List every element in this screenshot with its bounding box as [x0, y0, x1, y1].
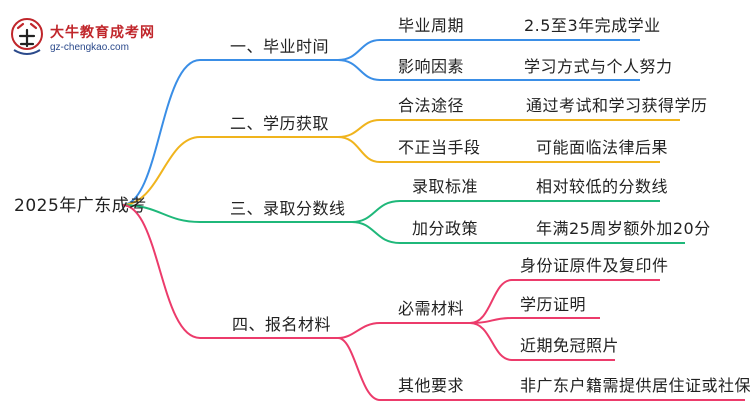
branch-2-child-2-label: 不正当手段 [398, 138, 481, 157]
connector-materials-item-1 [469, 279, 660, 324]
branch-3-child-2-label: 加分政策 [412, 219, 479, 238]
branch-2-label: 二、学历获取 [230, 114, 330, 133]
branch-1-child-2-leaf: 学习方式与个人努力 [524, 57, 673, 76]
connector-root-branch-1 [121, 59, 338, 206]
connector-branch-3-child-1 [351, 200, 660, 223]
connector-branch-1-child-1 [337, 39, 640, 61]
brand-logo: 大牛教育成考网 gz-chengkao.com [8, 14, 168, 58]
branch-1-child-1-leaf: 2.5至3年完成学业 [524, 16, 661, 35]
connector-branch-2-child-2 [337, 136, 660, 163]
branch-2-child-2-leaf: 可能面临法律后果 [536, 138, 669, 157]
root-node: 2025年广东成考 [14, 196, 147, 216]
connector-materials-item-2 [469, 317, 600, 324]
connector-root-branch-3 [121, 204, 352, 223]
brand-mascot-icon [11, 18, 43, 55]
connector-root-branch-4 [121, 204, 338, 339]
brand-name: 大牛教育成考网 [50, 25, 155, 41]
connector-branch-2-child-1 [337, 119, 680, 138]
branch-1-label: 一、毕业时间 [230, 37, 330, 56]
materials-item-3: 近期免冠照片 [520, 336, 620, 355]
branch-1-child-2-label: 影响因素 [398, 57, 465, 76]
branch-3-label: 三、录取分数线 [230, 199, 346, 218]
branch-4-child-2-label: 其他要求 [398, 376, 465, 395]
connector-branch-4-child-1 [337, 322, 470, 339]
materials-item-1: 身份证原件及复印件 [520, 256, 669, 275]
connector-branch-4-child-2 [337, 337, 745, 401]
branch-4-label: 四、报名材料 [232, 315, 332, 334]
brand-url: gz-chengkao.com [50, 42, 129, 53]
branch-3-child-2-leaf: 年满25周岁额外加20分 [536, 219, 711, 238]
branch-4-child-2-leaf: 非广东户籍需提供居住证或社保证明 [520, 376, 750, 395]
branch-2-child-1-label: 合法途径 [398, 96, 465, 115]
connector-branch-1-child-2 [337, 59, 640, 81]
branch-3-child-1-label: 录取标准 [412, 177, 479, 196]
branch-4-child-1-label: 必需材料 [398, 299, 465, 318]
branch-2-child-1-leaf: 通过考试和学习获得学历 [526, 96, 708, 115]
materials-item-2: 学历证明 [520, 295, 587, 314]
connector-root-branch-2 [121, 136, 338, 206]
connector-materials-item-3 [469, 322, 615, 361]
branch-1-child-1-label: 毕业周期 [398, 16, 465, 35]
connector-branch-3-child-2 [351, 221, 685, 244]
branch-3-child-1-leaf: 相对较低的分数线 [536, 177, 669, 196]
